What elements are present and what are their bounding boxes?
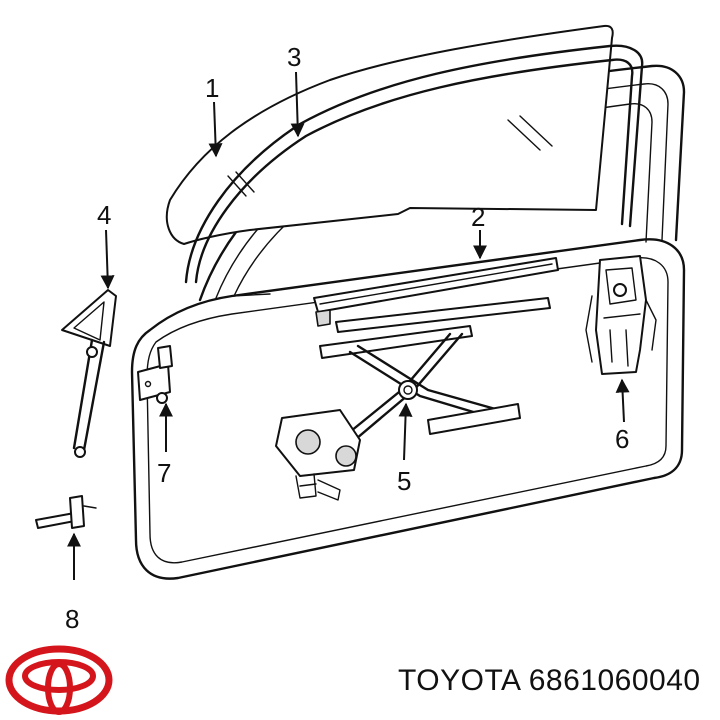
toyota-logo (5, 645, 113, 715)
part-7-door-hinge (137, 345, 173, 404)
callout-6: 6 (615, 424, 629, 454)
callout-8: 8 (65, 604, 79, 634)
callout-3: 3 (287, 42, 301, 72)
part-5-window-regulator (275, 325, 521, 501)
part-8-check-arm (35, 495, 97, 529)
callout-4: 4 (97, 200, 111, 230)
part-1-door-glass (165, 24, 614, 245)
arrow-4 (100, 229, 115, 290)
callout-arrows (67, 71, 630, 580)
callout-labels: 1 2 3 4 5 6 7 8 (65, 42, 629, 634)
arrow-6 (615, 378, 630, 423)
arrow-5 (398, 402, 413, 461)
part-3-glass-run (184, 44, 644, 284)
part-number-caption: TOYOTA 6861060040 (398, 664, 701, 697)
part-4-front-lower-frame (61, 289, 117, 458)
arrow-3 (290, 71, 305, 138)
part-2-belt-weatherstrip (313, 257, 559, 333)
part-6-door-lock (585, 255, 657, 375)
arrow-1 (208, 101, 223, 158)
callout-7: 7 (157, 458, 171, 488)
callout-2: 2 (471, 202, 485, 232)
callout-5: 5 (397, 466, 411, 496)
callout-1: 1 (205, 73, 219, 103)
